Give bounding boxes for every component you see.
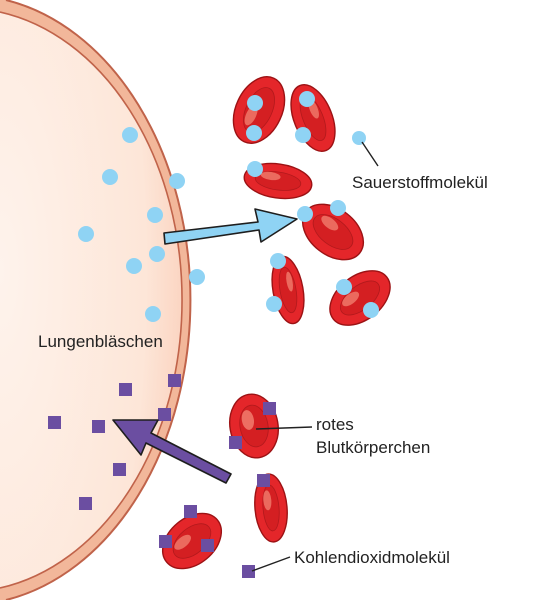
oxygen-molecule — [299, 91, 315, 107]
co2-molecule-label: Kohlendioxidmolekül — [294, 548, 450, 567]
red-blood-cell — [229, 393, 279, 459]
co2-molecule — [263, 402, 276, 415]
oxygen-molecule — [336, 279, 352, 295]
red-blood-cell — [329, 270, 391, 326]
oxygen-molecule — [247, 95, 263, 111]
oxygen-molecule — [126, 258, 142, 274]
red-blood-cell — [162, 512, 222, 570]
co2-molecules-blood — [159, 402, 276, 578]
rbc-label-line1: rotes — [316, 415, 354, 434]
oxygen-molecule — [295, 127, 311, 143]
oxygen-molecule — [330, 200, 346, 216]
alveolus-outer-outline — [5, 0, 192, 600]
co2-molecule — [257, 474, 270, 487]
co2-leader-line — [251, 556, 291, 572]
co2-molecule — [201, 539, 214, 552]
oxygen-molecules-blood — [246, 91, 379, 318]
oxygen-molecule-label: Sauerstoffmolekül — [352, 173, 488, 192]
alveolus-label: Lungenbläschen — [38, 332, 163, 351]
co2-molecule — [159, 535, 172, 548]
oxygen-molecule — [247, 161, 263, 177]
oxygen-molecule — [189, 269, 205, 285]
co2-molecule — [242, 565, 255, 578]
co2-molecules-alveolus — [48, 374, 181, 510]
oxygen-molecule — [169, 173, 185, 189]
co2-molecule — [48, 416, 61, 429]
co2-molecule — [158, 408, 171, 421]
oxygen-molecule — [78, 226, 94, 242]
alveolus-inner-outline — [0, 11, 183, 589]
oxygen-molecule — [297, 206, 313, 222]
co2-molecule — [119, 383, 132, 396]
co2-molecule — [92, 420, 105, 433]
red-blood-cell — [290, 84, 336, 152]
oxygen-leader-line — [361, 141, 379, 167]
oxygen-molecule — [266, 296, 282, 312]
oxygen-molecule — [145, 306, 161, 322]
rbc-leader-line — [255, 426, 313, 430]
co2-molecule — [168, 374, 181, 387]
oxygen-arrow — [163, 208, 298, 245]
oxygen-molecule — [147, 207, 163, 223]
oxygen-molecule — [102, 169, 118, 185]
co2-molecule — [79, 497, 92, 510]
oxygen-molecule — [122, 127, 138, 143]
red-blood-cell — [301, 203, 365, 261]
oxygen-molecule — [149, 246, 165, 262]
rbc-label-line2: Blutkörperchen — [316, 438, 430, 457]
oxygen-molecule — [352, 131, 366, 145]
co2-molecule — [184, 505, 197, 518]
co2-molecule — [229, 436, 242, 449]
oxygen-molecules-alveolus — [78, 127, 205, 322]
oxygen-molecule — [246, 125, 262, 141]
alveolus — [0, 0, 192, 600]
co2-arrow — [112, 419, 232, 484]
oxygen-molecule — [270, 253, 286, 269]
co2-molecule — [113, 463, 126, 476]
oxygen-molecule — [363, 302, 379, 318]
